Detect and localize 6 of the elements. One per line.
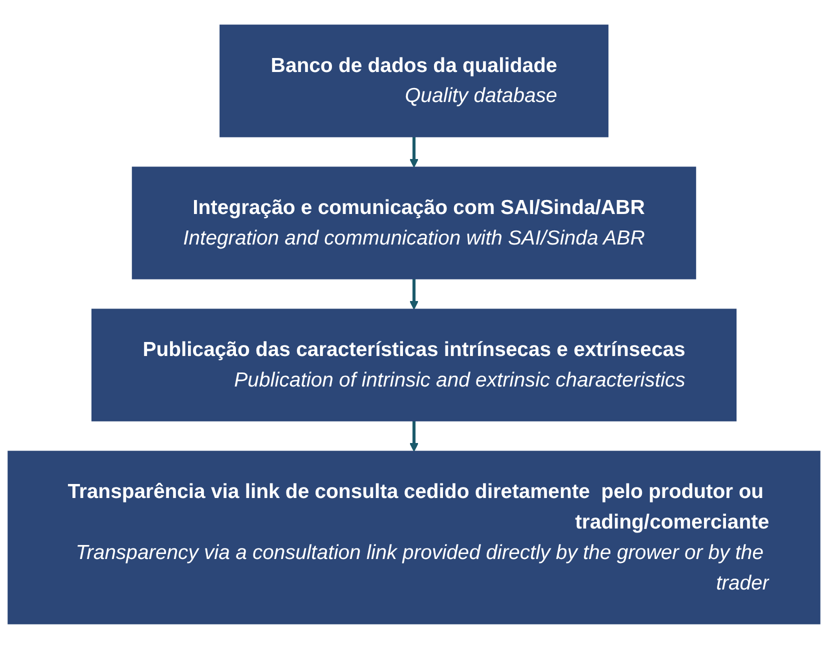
arrow xyxy=(410,420,418,452)
node-box: Banco de dados da qualidade Quality database xyxy=(220,24,608,138)
arrow xyxy=(410,278,418,310)
node-box: Integração e comunicação com SAI/Sinda/ABR Integration and communication with SAI/Sinda ABR xyxy=(132,166,696,280)
arrow xyxy=(410,136,418,168)
node-box: Publicação das características intrínsecas e extrínsecas Publication of intrinsic and extrinsic characteristics xyxy=(91,308,737,422)
